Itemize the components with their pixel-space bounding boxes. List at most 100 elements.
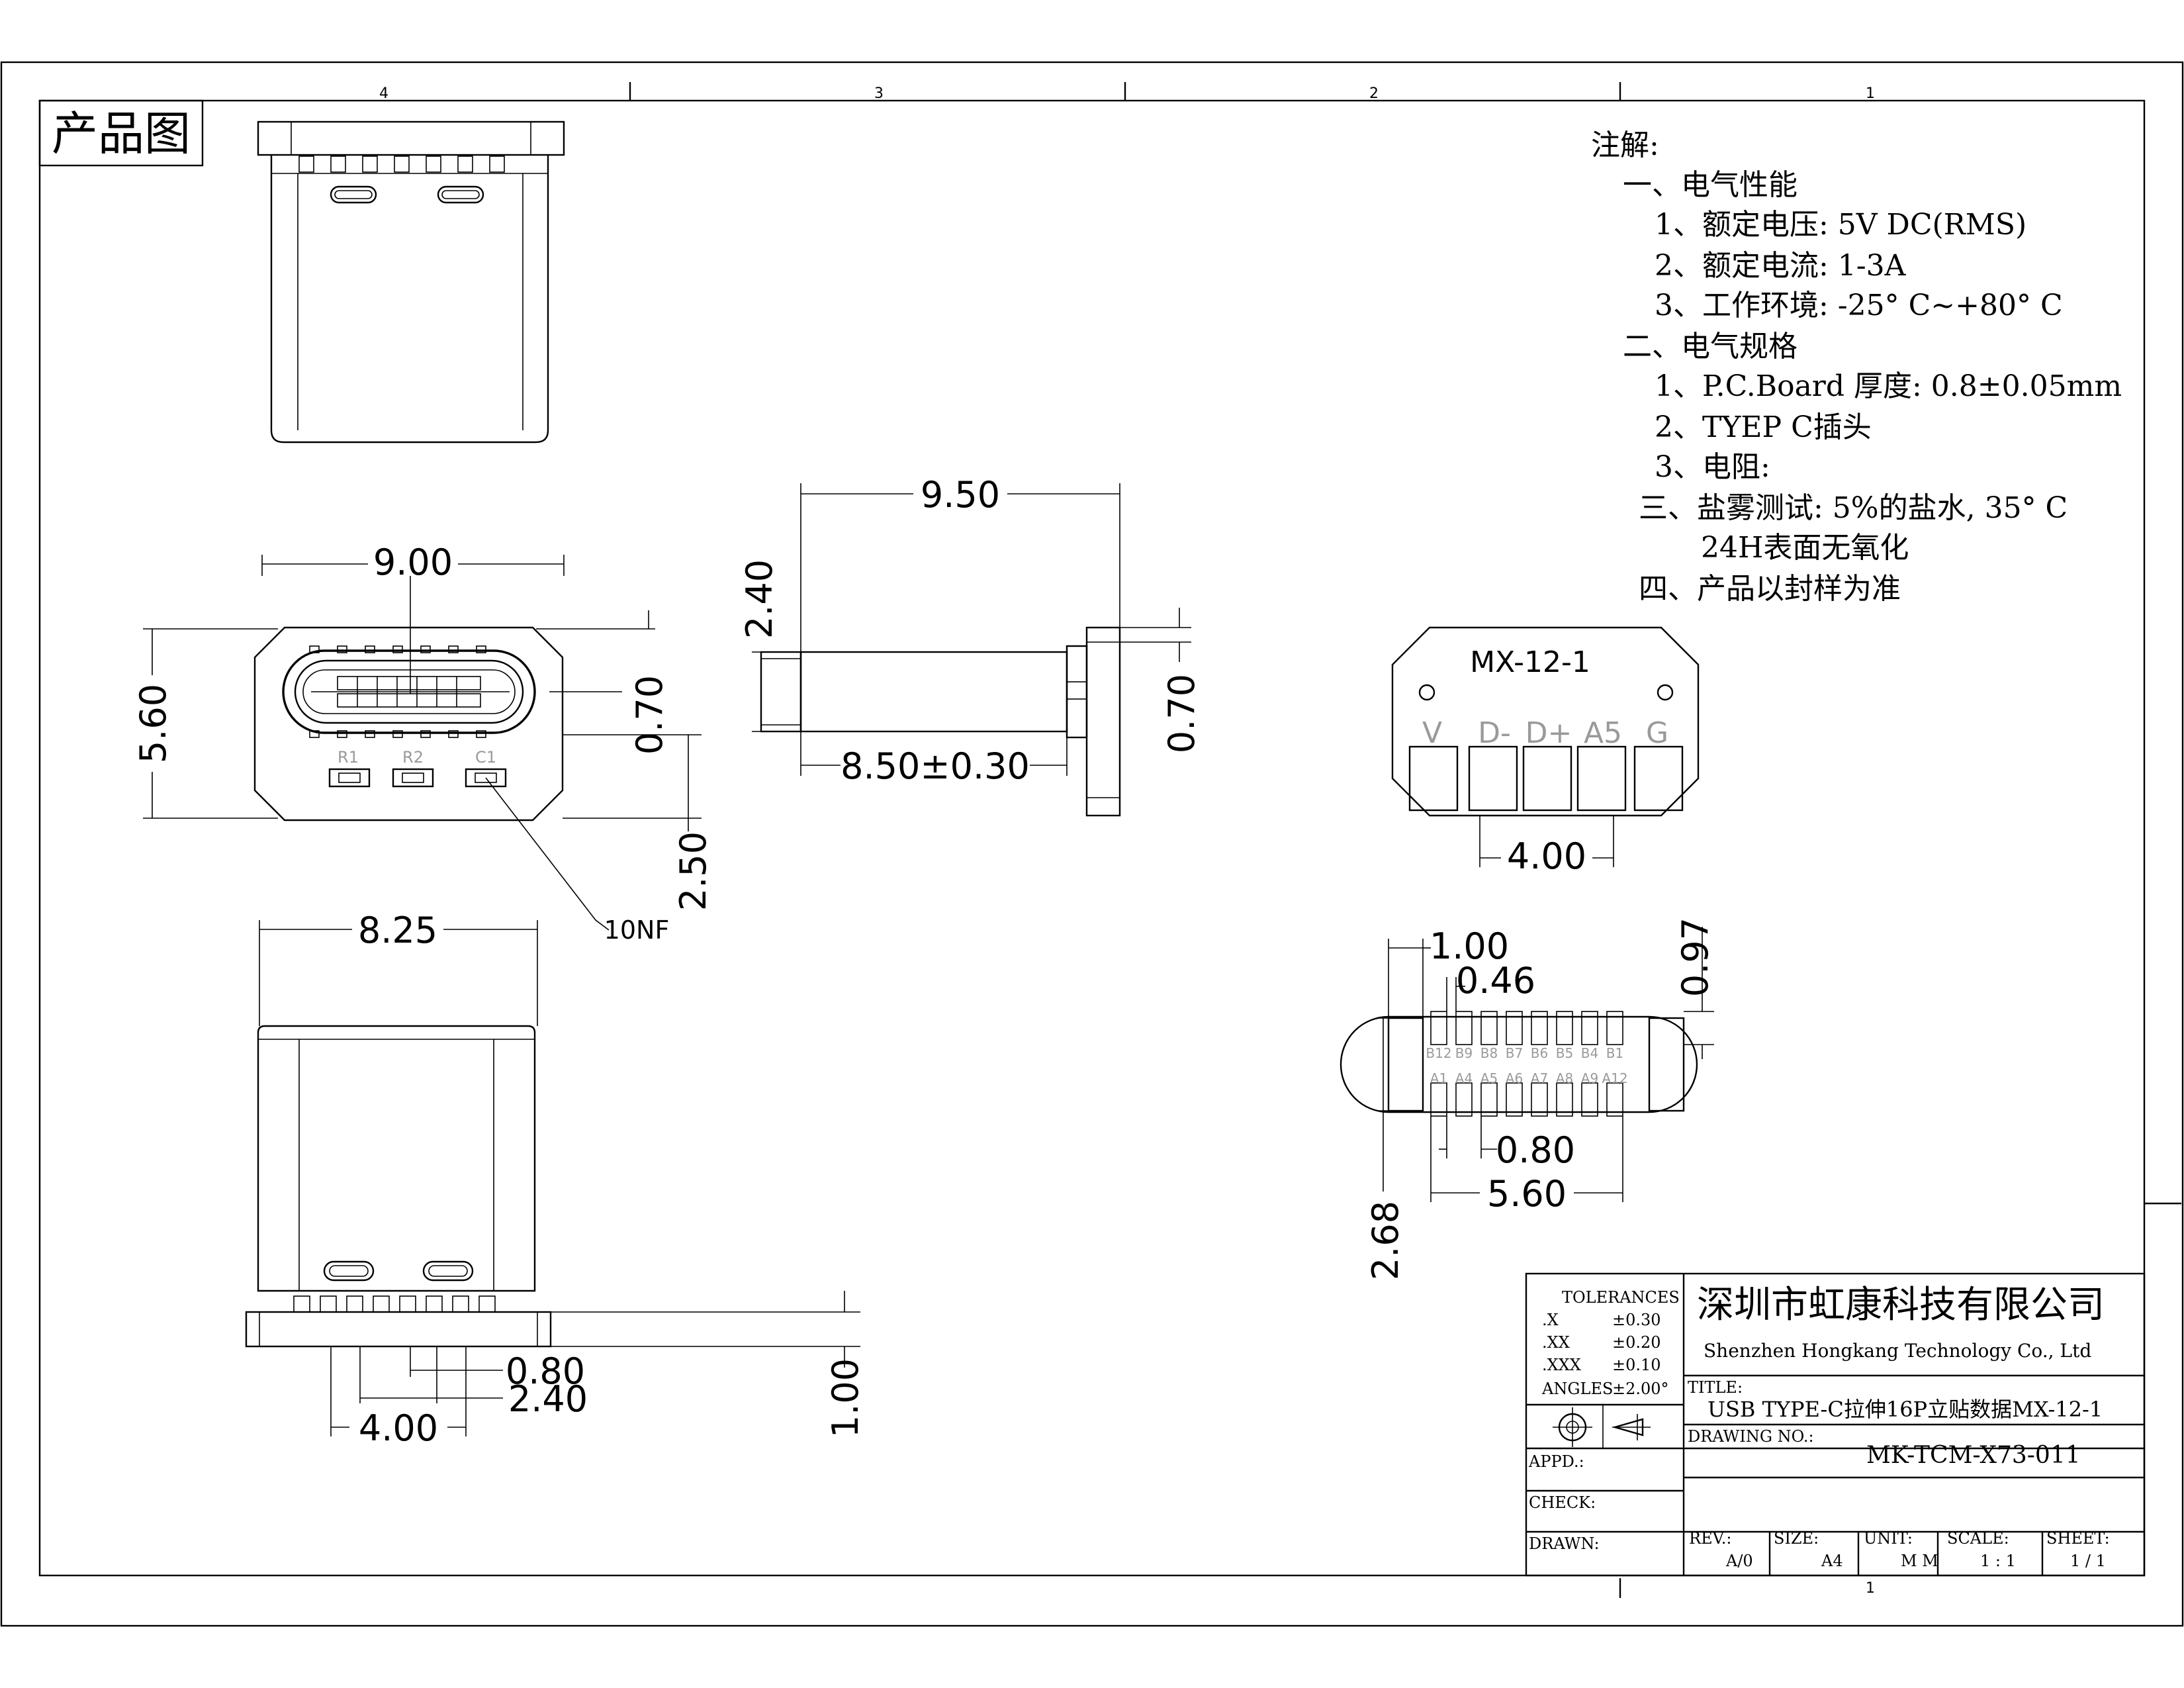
- dim-pinout-100: 1.00: [1430, 925, 1509, 967]
- dim-bottom-100: 1.00: [825, 1358, 866, 1438]
- pin-label-b9: B9: [1455, 1045, 1473, 1061]
- side-dimensions: [752, 483, 1191, 776]
- scale-value: 1 : 1: [1980, 1552, 2016, 1570]
- tolerances-title: TOLERANCES: [1562, 1288, 1680, 1307]
- size-value: A4: [1821, 1552, 1843, 1570]
- note-line-6: 1、P.C.Board 厚度: 0.8±0.05mm: [1655, 369, 2122, 403]
- pin-label-a7: A7: [1531, 1070, 1548, 1086]
- pin-label-b12: B12: [1426, 1045, 1451, 1061]
- comp-label-r2: R2: [402, 748, 424, 767]
- zone-4: 4: [379, 85, 388, 102]
- dim-pinout-046: 0.46: [1456, 960, 1535, 1002]
- pin-label-b8: B8: [1480, 1045, 1498, 1061]
- pin-label-b1: B1: [1606, 1045, 1623, 1061]
- front-view: [253, 626, 610, 931]
- top-view: [257, 120, 565, 444]
- comp-label-r1: R1: [338, 748, 359, 767]
- comp-label-c1: C1: [475, 748, 496, 767]
- dim-front-250: 2.50: [672, 831, 714, 911]
- bottom-view: [245, 1025, 552, 1348]
- rev-value: A/0: [1725, 1552, 1753, 1570]
- drawing-no-value: MK-TCM-X73-011: [1866, 1442, 2081, 1469]
- dim-bottom-240: 2.40: [508, 1378, 588, 1420]
- dim-pcb-pitch: 4.00: [1507, 835, 1586, 877]
- tol-x-label: .X: [1542, 1311, 1559, 1329]
- pcb-pad-v: V: [1422, 716, 1442, 750]
- front-dimensions: [143, 555, 702, 831]
- cap-label: 10NF: [604, 915, 670, 945]
- title-box-text: 产品图: [52, 107, 191, 161]
- title-value: USB TYPE-C拉伸16P立贴数据MX-12-1: [1707, 1397, 2103, 1422]
- side-view: [760, 626, 1121, 817]
- pinout-dimensions: [1377, 927, 1714, 1202]
- tol-angles-value: ±2.00°: [1612, 1380, 1669, 1398]
- drawing-no-label: DRAWING NO.:: [1688, 1427, 1814, 1446]
- appd-label: APPD.:: [1528, 1452, 1584, 1471]
- pin-row-bottom-pads: [1430, 1082, 1623, 1117]
- zone-bottom-1: 1: [1866, 1580, 1875, 1597]
- dim-side-length: 9.50: [921, 474, 1000, 516]
- drawing-frame: [0, 61, 2184, 1627]
- note-line-11: 四、产品以封样为准: [1639, 572, 1901, 606]
- notes-heading: 注解:: [1591, 128, 1659, 162]
- tol-xxx-value: ±0.10: [1612, 1356, 1661, 1374]
- pin-label-a5: A5: [1480, 1070, 1498, 1086]
- projection-symbol-icon: [1553, 1407, 1651, 1447]
- dim-pinout-560: 5.60: [1487, 1173, 1567, 1215]
- note-line-2: 1、额定电压: 5V DC(RMS): [1655, 208, 2026, 242]
- note-line-5: 二、电气规格: [1623, 330, 1797, 363]
- tol-xx-label: .XX: [1542, 1333, 1570, 1352]
- title-box: [38, 99, 204, 167]
- dim-pinout-268: 2.68: [1365, 1201, 1406, 1280]
- scale-label: SCALE:: [1947, 1529, 2009, 1548]
- dim-side-070: 0.70: [1161, 674, 1203, 753]
- note-line-9: 三、盐雾测试: 5%的盐水, 35° C: [1639, 491, 2068, 525]
- dim-front-width: 9.00: [373, 541, 453, 583]
- note-line-7: 2、TYEP C插头: [1655, 410, 1872, 444]
- sheet-value: 1 / 1: [2070, 1552, 2106, 1570]
- note-line-10: 24H表面无氧化: [1701, 531, 1909, 565]
- tol-x-value: ±0.30: [1612, 1311, 1661, 1329]
- title-block: [1525, 1272, 2146, 1577]
- company-name-en: Shenzhen Hongkang Technology Co., Ltd: [1704, 1340, 2091, 1362]
- dim-bottom-080: 0.80: [506, 1350, 585, 1392]
- dim-pinout-080: 0.80: [1496, 1129, 1575, 1171]
- zone-3: 3: [874, 85, 884, 102]
- unit-label: UNIT:: [1864, 1529, 1913, 1548]
- pin-label-a4: A4: [1455, 1070, 1473, 1086]
- note-line-8: 3、电阻:: [1655, 450, 1770, 484]
- pin-label-b7: B7: [1506, 1045, 1523, 1061]
- dim-bottom-400: 4.00: [359, 1407, 438, 1449]
- pcb-pad-g: G: [1646, 716, 1668, 750]
- pcb-pad-dplus: D+: [1525, 716, 1572, 750]
- dim-front-070: 0.70: [629, 675, 670, 755]
- note-line-4: 3、工作环境: -25° C~+80° C: [1655, 289, 2063, 322]
- dim-bottom-width: 8.25: [358, 910, 437, 951]
- dim-side-height: 2.40: [739, 559, 780, 639]
- pcb-name: MX-12-1: [1470, 645, 1590, 679]
- dim-side-body: 8.50±0.30: [841, 745, 1030, 787]
- pcb-pad-dminus: D-: [1478, 716, 1511, 750]
- pin-label-a9: A9: [1581, 1070, 1598, 1086]
- zone-2: 2: [1369, 85, 1379, 102]
- pin-label-b6: B6: [1531, 1045, 1548, 1061]
- rev-label: REV.:: [1689, 1529, 1731, 1548]
- pin-label-b5: B5: [1556, 1045, 1573, 1061]
- pin-label-b4: B4: [1581, 1045, 1598, 1061]
- pin-label-a1: A1: [1430, 1070, 1447, 1086]
- tol-xx-value: ±0.20: [1612, 1333, 1661, 1352]
- unit-value: M M: [1901, 1552, 1938, 1570]
- company-name-cn: 深圳市虹康科技有限公司: [1697, 1284, 2105, 1327]
- tol-xxx-label: .XXX: [1542, 1356, 1581, 1374]
- sheet-label: SHEET:: [2046, 1529, 2110, 1548]
- pinout-view: [1340, 1011, 1698, 1117]
- title-label: TITLE:: [1688, 1378, 1743, 1397]
- pin-row-top-pads: [1430, 1011, 1623, 1045]
- pcb-outline: [1391, 626, 1700, 867]
- note-line-1: 一、电气性能: [1623, 168, 1797, 202]
- bottom-dimensions: [259, 920, 860, 1436]
- check-label: CHECK:: [1529, 1493, 1596, 1512]
- pcb-pad-a5: A5: [1584, 716, 1622, 750]
- pin-label-a12: A12: [1602, 1070, 1627, 1086]
